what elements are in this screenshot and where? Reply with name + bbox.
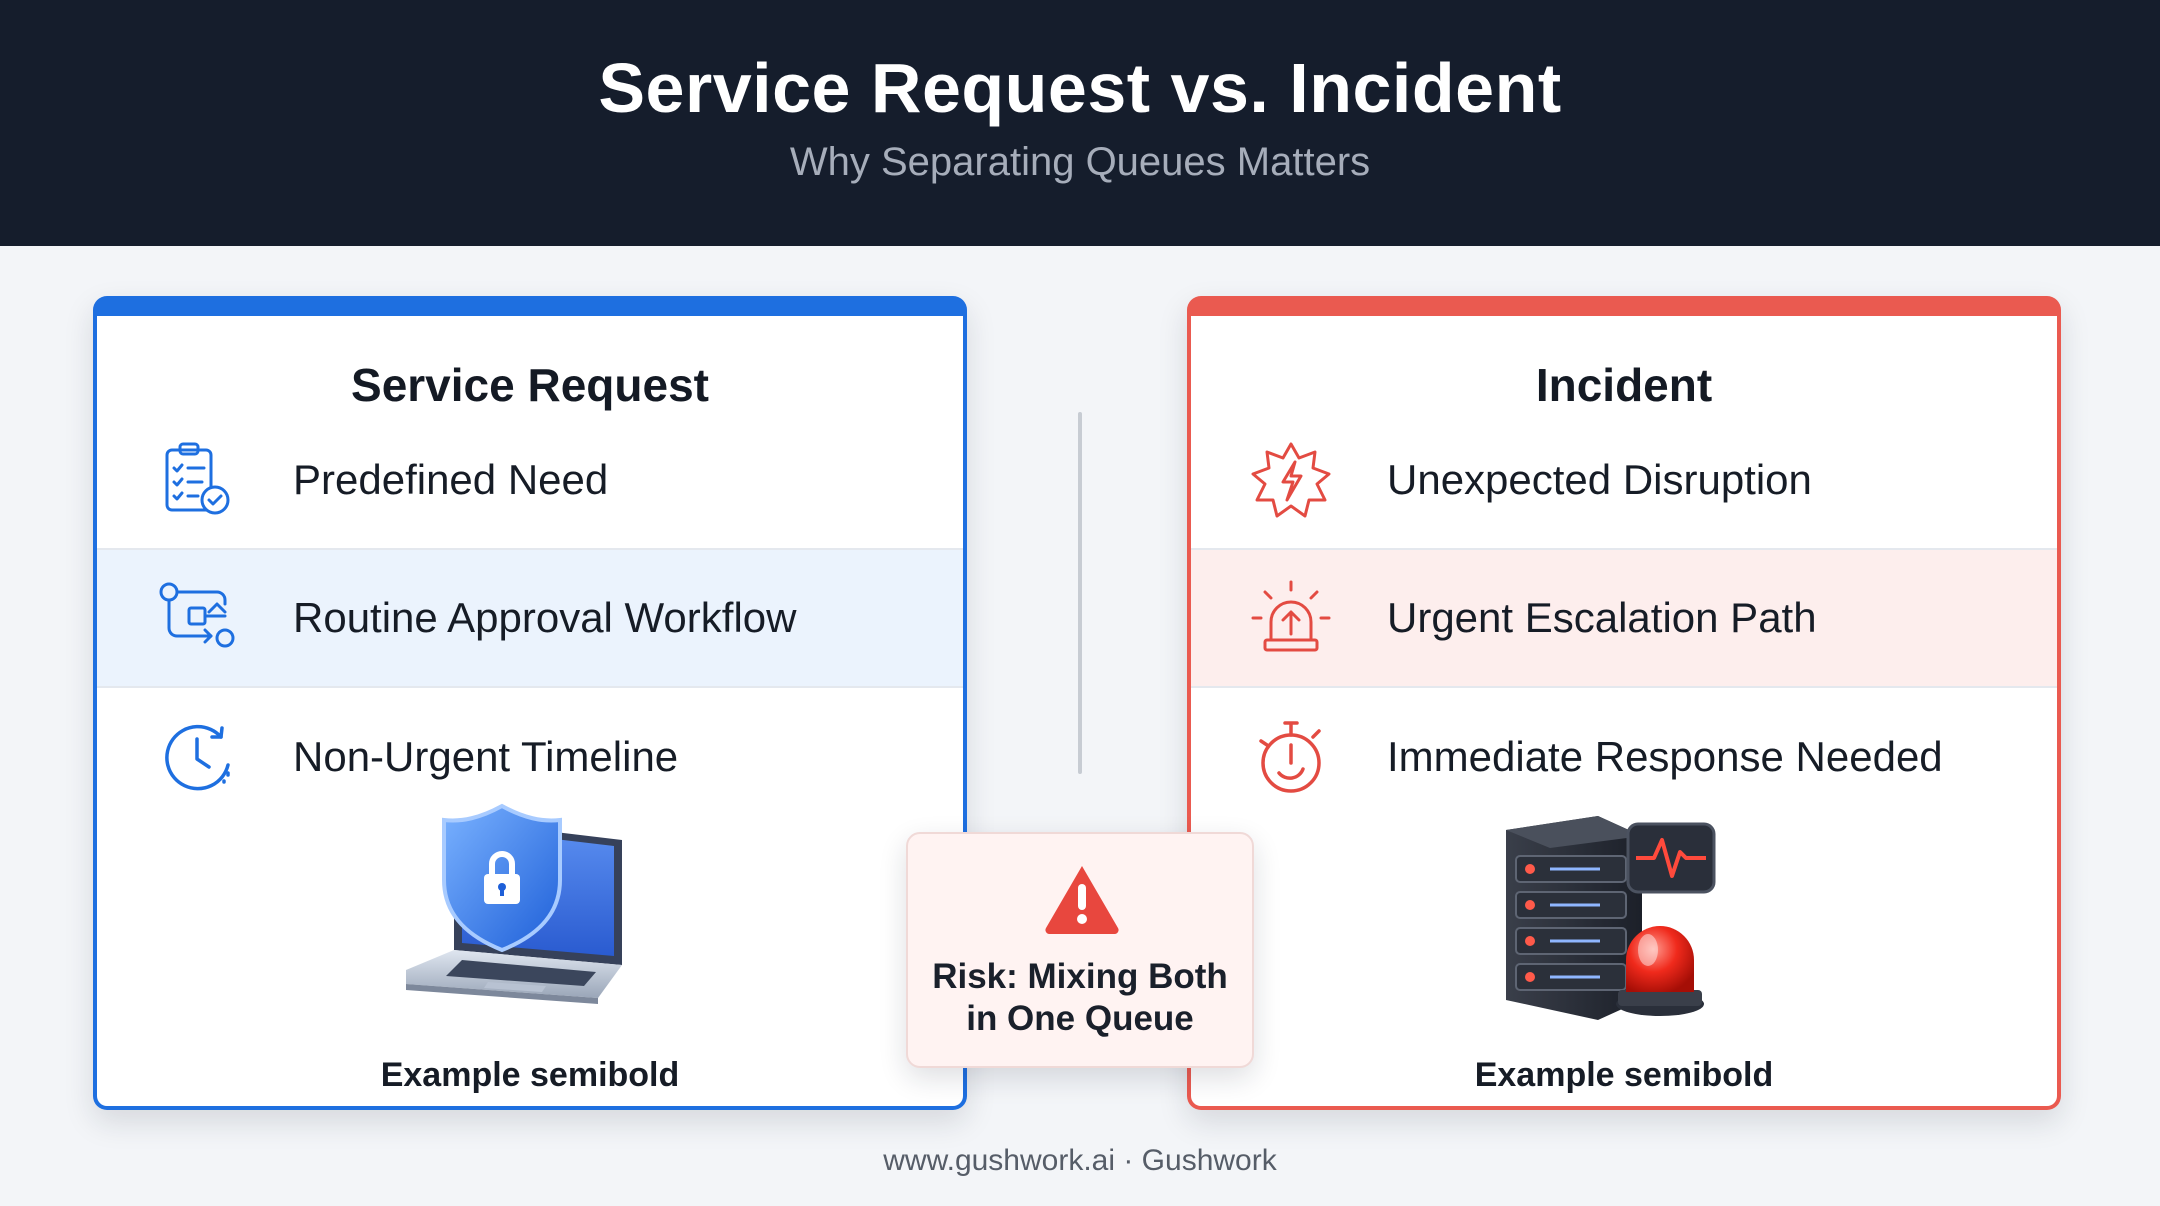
risk-text: Risk: Mixing Both in One Queue [908, 956, 1252, 1040]
warning-triangle-icon [1045, 866, 1119, 934]
service-request-row-2-label: Routine Approval Workflow [293, 594, 797, 641]
incident-row-1: Unexpected Disruption [1191, 412, 2057, 550]
clipboard-checklist-icon [165, 442, 230, 515]
alarm-siren-icon [1251, 580, 1331, 652]
service-request-caption: Example semibold [380, 1056, 680, 1094]
incident-row-3-label: Immediate Response Needed [1387, 733, 1943, 780]
incident-caption: Example semibold [1474, 1056, 1774, 1094]
service-request-row-2: Routine Approval Workflow [97, 550, 963, 688]
service-request-row-3: Non-Urgent Timeline [97, 688, 963, 826]
clock-icon [165, 724, 230, 791]
service-request-row-1-label: Predefined Need [293, 456, 609, 503]
page-subtitle: Why Separating Queues Matters [789, 140, 1371, 184]
incident-row-2-label: Urgent Escalation Path [1387, 594, 1817, 641]
header: Service Request vs. Incident Why Separat… [0, 0, 2160, 246]
incident-row-2: Urgent Escalation Path [1191, 550, 2057, 688]
incident-title: Incident [1535, 359, 1713, 411]
incident-card: Incident Unexpected Disruption Urgent Es… [1187, 296, 2061, 1110]
stopwatch-icon [1259, 721, 1321, 793]
service-request-row-1: Predefined Need [97, 412, 963, 550]
page-title: Service Request vs. Incident [598, 49, 1562, 127]
service-request-row-3-label: Non-Urgent Timeline [293, 733, 679, 780]
server-alarm-illustration [1506, 816, 1716, 1020]
incident-row-3: Immediate Response Needed [1191, 688, 2057, 826]
service-request-title: Service Request [351, 359, 709, 411]
center-divider [1078, 412, 1082, 774]
risk-text-line-1: Risk: Mixing Both [932, 957, 1228, 996]
incident-row-1-label: Unexpected Disruption [1387, 456, 1812, 503]
lightning-burst-icon [1251, 442, 1331, 518]
laptop-shield-illustration [406, 803, 622, 1004]
service-request-card: Service Request Predefined Need Routine … [93, 296, 967, 1110]
workflow-icon [159, 582, 235, 648]
footer-credit: www.gushwork.ai · Gushwork [883, 1144, 1277, 1177]
risk-text-line-2: in One Queue [966, 999, 1194, 1038]
risk-callout: Risk: Mixing Both in One Queue [906, 832, 1254, 1068]
